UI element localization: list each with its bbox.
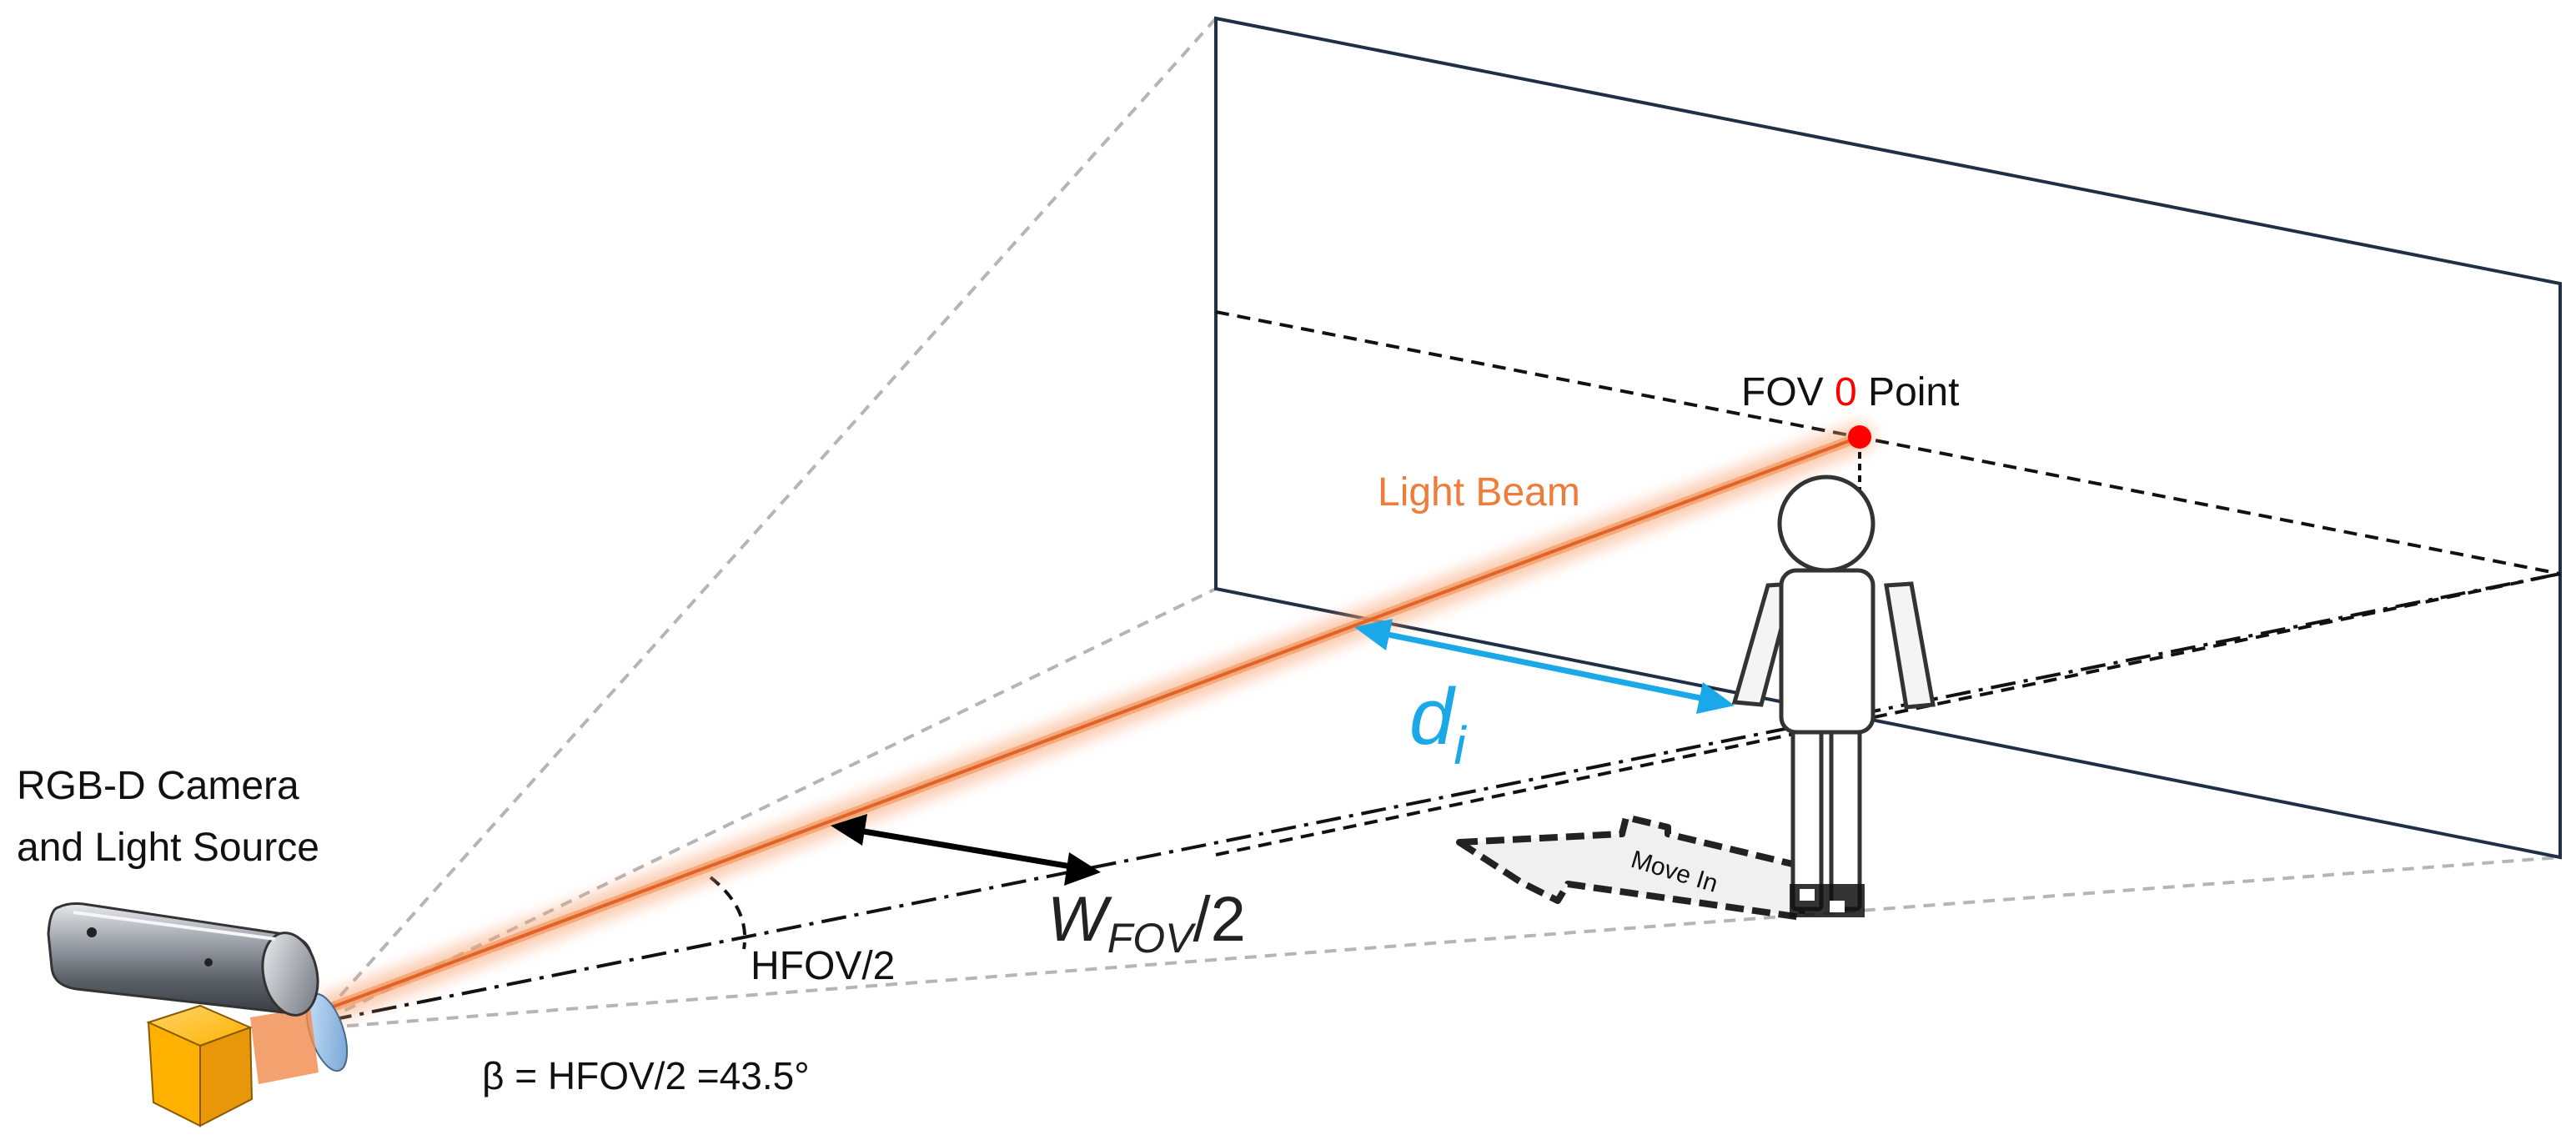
half-width-label-sub: FOV [1107, 915, 1197, 962]
wall-guides [1215, 310, 2561, 856]
fov-point-label: FOV 0 Point [1741, 370, 1959, 414]
half-width-arrow [858, 827, 1077, 871]
distance-arrowhead-left [1354, 619, 1393, 650]
depth-camera-icon [47, 902, 349, 1127]
camera-label-line2: and Light Source [17, 826, 319, 870]
beta-equation: β = HFOV/2 =43.5° [482, 1054, 810, 1097]
fov-label-zero: 0 [1835, 370, 1857, 414]
light-beam-label: Light Beam [1378, 470, 1580, 515]
light-beam [313, 423, 1874, 1023]
half-width-arrowhead-left [831, 814, 867, 846]
fov-label-prefix: FOV [1741, 370, 1835, 414]
distance-label-sub: i [1454, 716, 1467, 776]
half-width-label-main: W [1047, 884, 1112, 955]
fov-zero-point [1848, 425, 1871, 449]
half-width-label: WFOV/2 [1047, 884, 1246, 962]
distance-arrow [1383, 630, 1705, 702]
center-axis-line [326, 572, 2561, 1022]
wall-plane [1214, 16, 2562, 860]
half-width-arrowhead-right [1064, 852, 1101, 886]
half-width-label-suffix: /2 [1193, 884, 1246, 955]
distance-arrowhead-right [1696, 682, 1735, 714]
camera-label-line1: RGB-D Camera [17, 764, 299, 808]
move-in-arrow-icon: Move In [1456, 814, 1810, 921]
hfov-angle-arc [709, 876, 747, 950]
distance-label-main: d [1409, 672, 1456, 761]
fov-label-suffix: Point [1857, 370, 1960, 414]
distance-label: di [1409, 672, 1467, 776]
light-source-cube-icon [146, 1004, 254, 1127]
hfov-half-label: HFOV/2 [751, 944, 895, 988]
person-figure-icon [1731, 475, 1936, 917]
